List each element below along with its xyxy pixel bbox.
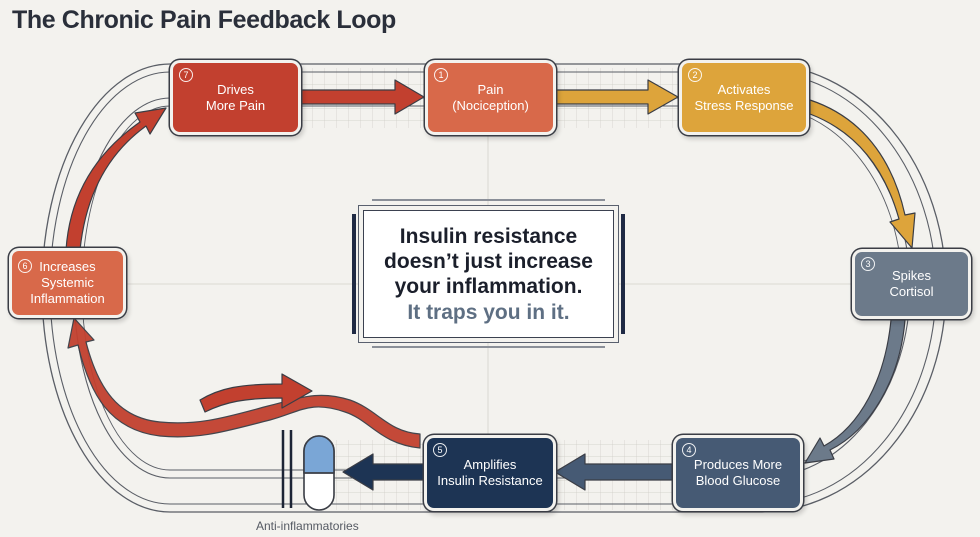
step-number: 6 (18, 259, 32, 273)
node-label: Activates Stress Response (694, 81, 794, 113)
center-message: Insulin resistance doesn’t just increase… (363, 210, 614, 338)
arrow-return-small (199, 373, 313, 413)
arrow-inflammation-to-more-pain (65, 107, 167, 251)
step-number: 1 (434, 68, 448, 82)
arrow-pain-to-stress (552, 79, 679, 115)
step-number: 5 (433, 443, 447, 457)
step-number: 3 (861, 257, 875, 271)
page-title: The Chronic Pain Feedback Loop (12, 6, 396, 34)
arrow-cortisol-to-glucose (804, 319, 906, 464)
node-label: Pain (Nociception) (452, 81, 529, 113)
node-label: Produces More Blood Glucose (693, 457, 783, 488)
center-bar-left (352, 214, 356, 334)
node-label: Drives More Pain (205, 81, 266, 113)
arrow-insulin-to-pill (342, 453, 425, 491)
pill-icon (303, 435, 335, 511)
flow-arrows (65, 79, 916, 491)
node-insulin-resistance: 5 Amplifies Insulin Resistance (427, 438, 553, 508)
step-number: 2 (688, 68, 702, 82)
node-pain: 1 Pain (Nociception) (428, 63, 553, 132)
node-label: Spikes Cortisol (889, 268, 934, 299)
arrow-more-pain-to-pain (299, 79, 425, 115)
step-number: 7 (179, 68, 193, 82)
node-more-pain: 7 Drives More Pain (173, 63, 298, 132)
center-bar-top (372, 199, 605, 201)
anti-inflammatories-label: Anti-inflammatories (256, 519, 359, 533)
arrow-glucose-to-insulin (554, 453, 673, 491)
arrow-insulin-to-inflammation (67, 317, 421, 449)
node-label: Amplifies Insulin Resistance (437, 457, 543, 488)
node-stress-response: 2 Activates Stress Response (682, 63, 806, 132)
center-message-sub: It traps you in it. (407, 300, 570, 324)
arrow-stress-to-cortisol (809, 99, 916, 249)
center-message-main: Insulin resistance doesn’t just increase… (384, 224, 593, 298)
barrier-lines (281, 430, 293, 508)
node-blood-glucose: 4 Produces More Blood Glucose (676, 438, 800, 508)
center-bar-right (621, 214, 625, 334)
step-number: 4 (682, 443, 696, 457)
node-label: Increases Systemic Inflammation (30, 259, 105, 306)
center-bar-bottom (372, 346, 605, 348)
node-inflammation: 6 Increases Systemic Inflammation (12, 251, 123, 315)
node-cortisol: 3 Spikes Cortisol (855, 252, 968, 316)
